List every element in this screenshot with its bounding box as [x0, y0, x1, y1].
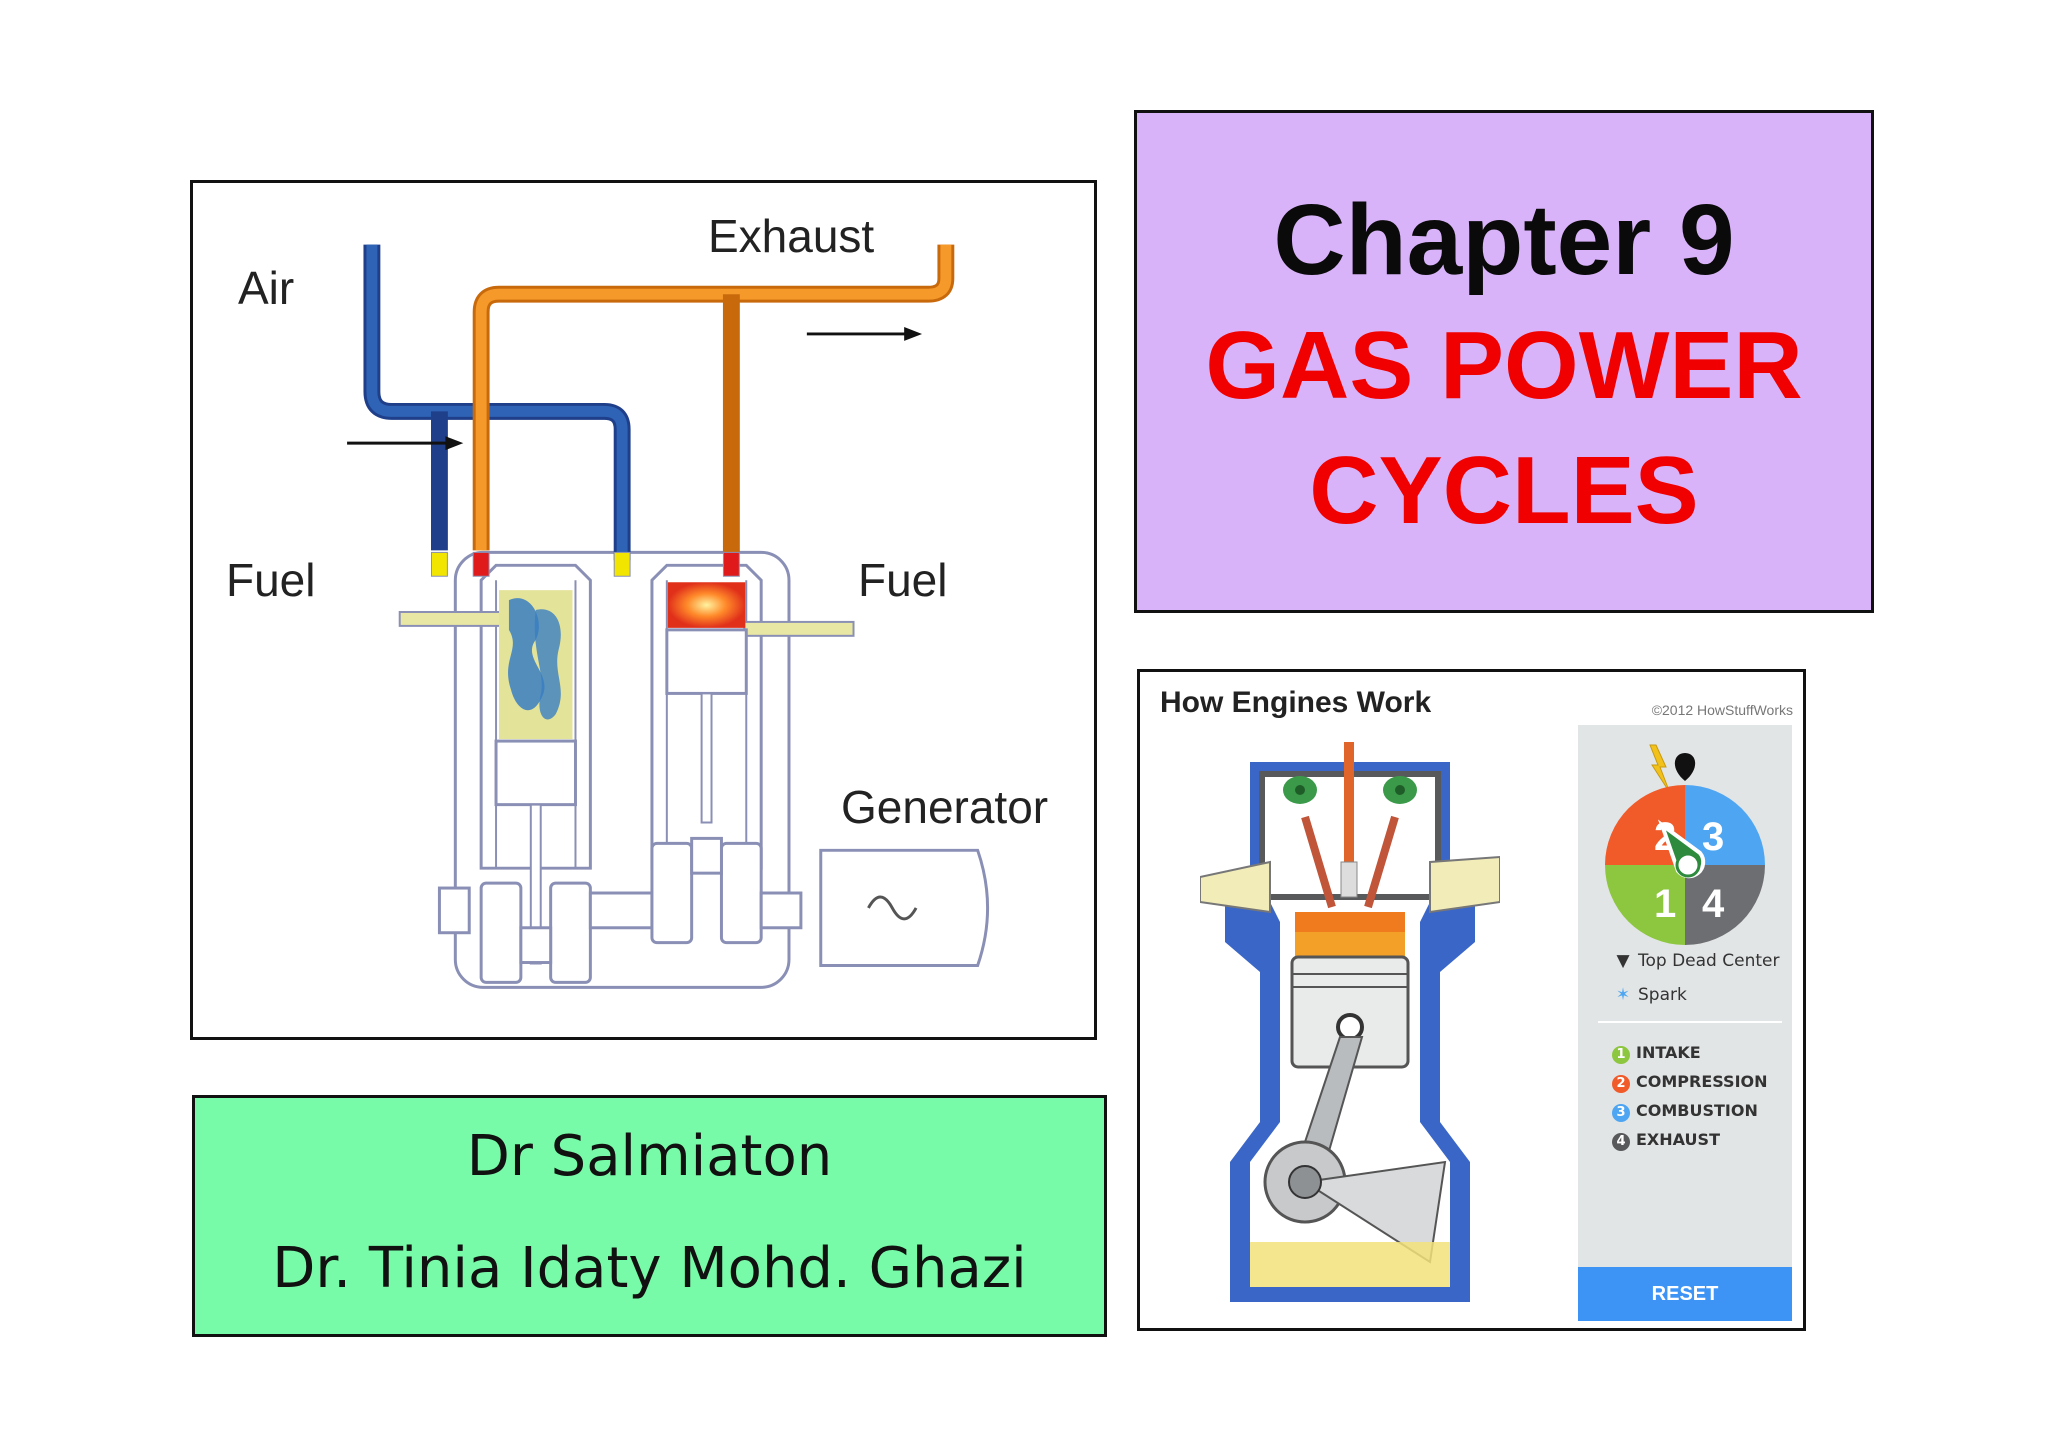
wheel-label-1: 1: [1654, 882, 1676, 926]
author-1: Dr Salmiaton: [466, 1124, 833, 1189]
label-exhaust: Exhaust: [708, 210, 875, 262]
chapter-number: Chapter 9: [1273, 184, 1735, 296]
exhaust-manifold: [1429, 855, 1500, 914]
spark-plug: [1344, 742, 1354, 872]
author-2: Dr. Tinia Idaty Mohd. Ghazi: [272, 1236, 1027, 1301]
how-engines-work-panel: How Engines Work ©2012 HowStuffWorks: [1137, 669, 1806, 1331]
exhaust-valve: [1364, 815, 1399, 909]
copyright-text: ©2012 HowStuffWorks: [1651, 702, 1793, 718]
legend-spark: ✶Spark: [1615, 985, 1687, 1005]
wheel-segment-1: [1605, 865, 1685, 945]
how-engines-work-title: How Engines Work: [1160, 686, 1432, 719]
legend-top-dead-center: ▼Top Dead Center: [1614, 951, 1779, 971]
spark-icon: [1649, 744, 1671, 794]
fuel-injector-right: [743, 620, 855, 637]
stroke-control-panel: 2 3 1 4 ▼Top Dead Center ✶Spark 1INTAKE …: [1578, 725, 1792, 1321]
label-generator: Generator: [841, 781, 1049, 833]
top-dead-center-marker: [1674, 753, 1696, 781]
wheel-segment-4: [1685, 865, 1765, 945]
intake-manifold: [1200, 860, 1271, 914]
chapter-title-line2: CYCLES: [1309, 437, 1699, 544]
fuel-injector-left: [398, 610, 510, 627]
spark-dot-icon: ✶: [1615, 985, 1631, 1005]
stroke-wheel: 2 3 1 4: [1605, 744, 1765, 945]
wheel-segment-2: [1605, 785, 1685, 865]
combustion-flame: [667, 582, 746, 628]
intake-valve: [1301, 815, 1336, 909]
divider: [1598, 1021, 1782, 1023]
ac-wave-icon: [867, 895, 918, 921]
air-pipe: [366, 244, 628, 561]
generator: [819, 848, 989, 967]
reset-button[interactable]: RESET: [1578, 1267, 1792, 1321]
exhaust-pipe: [475, 244, 952, 551]
chapter-title-line1: GAS POWER: [1205, 312, 1803, 419]
tdc-pin-icon: ▼: [1616, 951, 1630, 971]
engine-illustration: [347, 244, 989, 989]
engine-diagram: Air Exhaust Fuel Fuel Generator: [190, 180, 1097, 1040]
label-air: Air: [238, 262, 295, 314]
wheel-label-4: 4: [1702, 882, 1725, 926]
authors-box: Dr Salmiaton Dr. Tinia Idaty Mohd. Ghazi: [192, 1095, 1107, 1337]
title-box: Chapter 9 GAS POWER CYCLES: [1134, 110, 1874, 613]
label-fuel-right: Fuel: [858, 554, 948, 606]
four-stroke-engine-cutaway: [1200, 742, 1500, 1302]
wheel-segment-3: [1685, 785, 1765, 865]
oil-sump: [1250, 1242, 1450, 1287]
label-fuel-left: Fuel: [226, 554, 316, 606]
wheel-label-3: 3: [1702, 815, 1724, 859]
